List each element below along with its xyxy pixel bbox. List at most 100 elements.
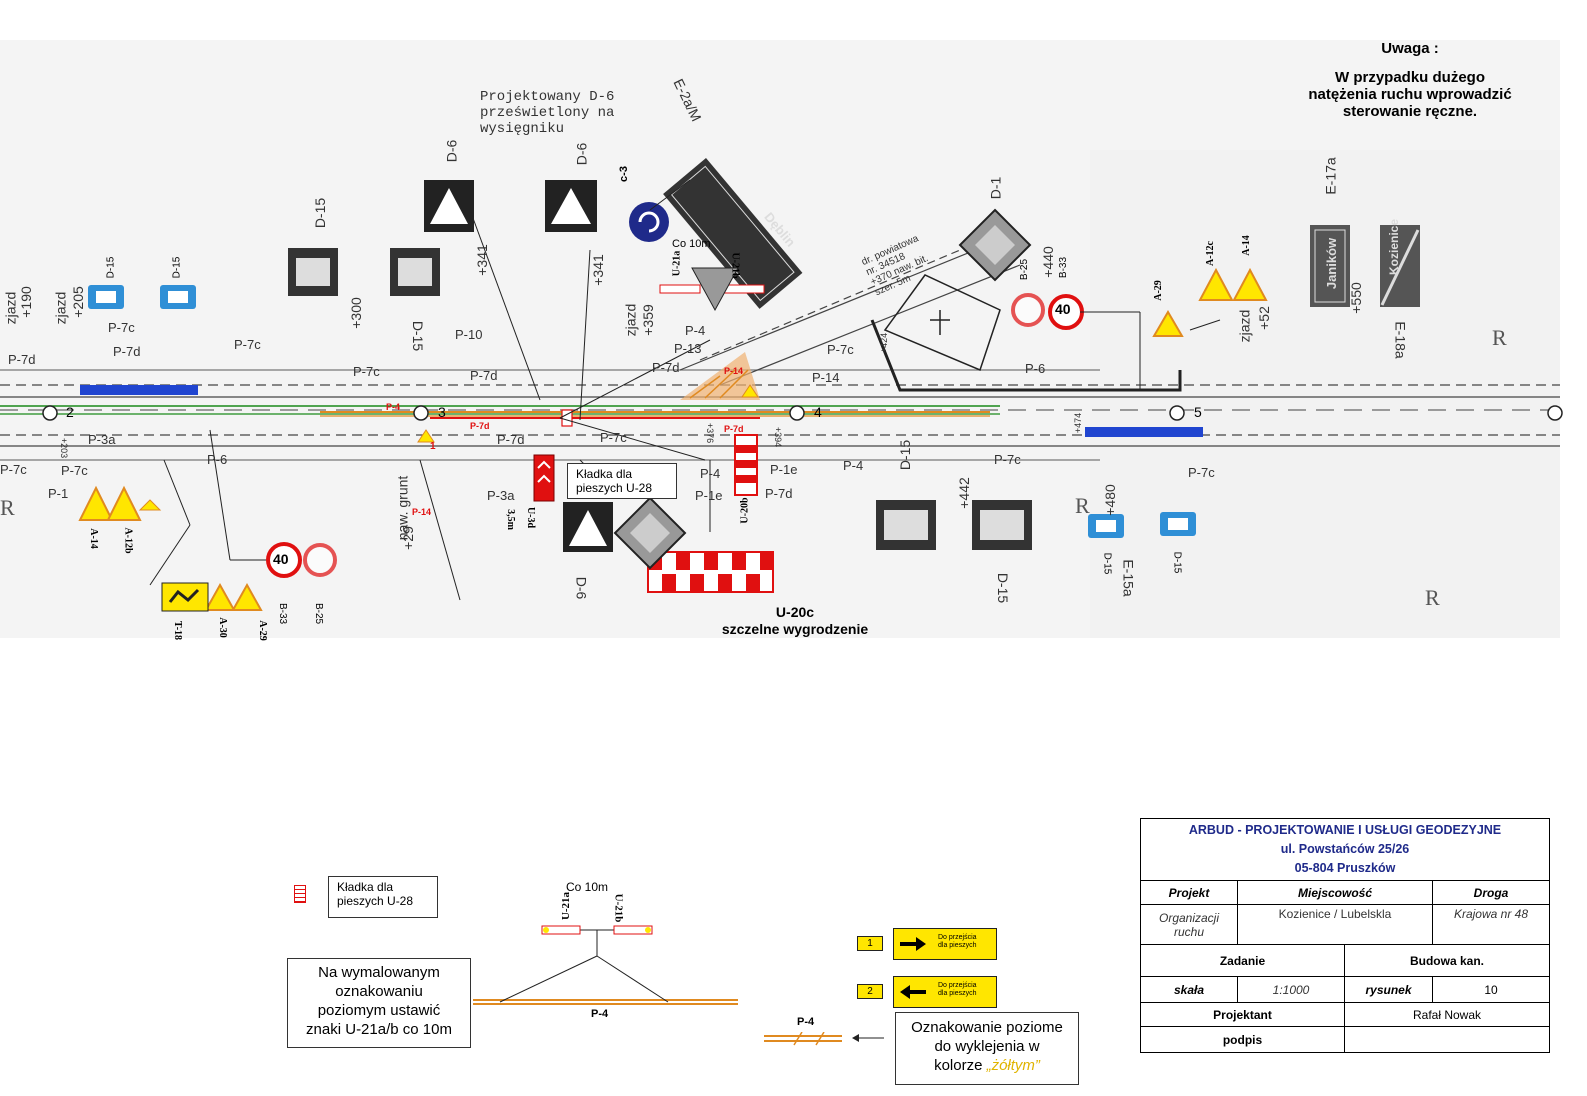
city-sign-text: Janików	[1324, 237, 1340, 290]
d6-sign	[424, 180, 474, 232]
side-road	[679, 239, 1021, 386]
d1-sign	[958, 208, 1032, 282]
rysunek-label: rysunek	[1344, 976, 1433, 1003]
a14-sign	[78, 485, 114, 521]
d6-sign	[545, 180, 597, 232]
a29-sign	[1152, 310, 1184, 337]
red-marking-label: P-7d	[470, 421, 490, 431]
sign-label: E-17a	[1322, 157, 1339, 195]
sign-label: U-3d	[525, 506, 537, 529]
zjazd-label: zjazd	[622, 303, 639, 337]
marking-label: P-7d	[113, 344, 141, 359]
projekt-label: Projekt	[1140, 880, 1238, 905]
road-number: 2	[66, 404, 74, 420]
e17a-sign	[1310, 225, 1350, 307]
sign-label: E-15a	[1120, 559, 1137, 597]
d15-sign	[972, 500, 1032, 550]
sign-label: D-15	[105, 256, 117, 279]
chainage-label: +205	[69, 286, 86, 318]
miejscowosc-label: Miejscowość	[1237, 880, 1433, 905]
chainage-label: +359	[639, 304, 656, 336]
road-number: 5	[1194, 404, 1202, 420]
sign-label: A-30	[216, 617, 228, 638]
marking-label: P-13	[674, 341, 702, 356]
sign-label: U-20b	[739, 497, 751, 524]
sign-label: D-15	[1101, 552, 1113, 575]
sign-label: T-18	[172, 620, 184, 641]
projektant-label: Projektant	[1140, 1002, 1345, 1027]
u21a-legend: U-21a	[560, 891, 573, 921]
zjazd-label: zjazd	[1236, 309, 1253, 343]
sign-label: D-15	[171, 256, 183, 279]
red-marking-label: P-14	[724, 366, 744, 376]
rysunek-value: 10	[1432, 976, 1550, 1003]
d15-blue-sign	[1160, 512, 1196, 536]
b25-sign	[303, 543, 337, 577]
sign-label: D-15	[897, 439, 914, 471]
road-number: 3	[438, 404, 446, 420]
projektant-value: Rafał Nowak	[1344, 1002, 1550, 1027]
u21-boards	[659, 267, 765, 312]
sign-label: D-1	[987, 176, 1004, 200]
c3-sign	[629, 202, 669, 242]
marking-label: P-6	[1025, 361, 1046, 376]
u21-placement-note: Na wymalowanym oznakowaniu poziomym usta…	[287, 958, 471, 1048]
d15-sign	[288, 248, 338, 296]
marking-label: P-7c	[234, 337, 261, 352]
a7-small	[417, 429, 435, 443]
droga-label: Droga	[1432, 880, 1550, 905]
marking-label: P-7d	[470, 368, 498, 383]
d15-blue-sign	[160, 285, 196, 309]
d15-blue-sign	[1088, 514, 1124, 538]
podpis-label: podpis	[1140, 1026, 1345, 1053]
sign-label: B-25	[313, 602, 325, 625]
a7-small	[741, 384, 759, 398]
title-block: ARBUD - PROJEKTOWANIE I USŁUGI GEODEZYJN…	[1140, 818, 1550, 1053]
t18-sign	[161, 582, 209, 612]
b33-sign	[266, 542, 302, 578]
sign-label: A-29	[256, 620, 268, 641]
kladka-plan-note: Kładka dla pieszych U-28	[567, 463, 677, 499]
red-marking-label: P-4	[386, 402, 401, 412]
marking-label: P-7d	[497, 432, 525, 447]
sign-label: A-12c	[1205, 241, 1216, 266]
sign-label: U-21a	[671, 250, 683, 277]
sign-label: A-29	[1152, 280, 1164, 301]
road-edges	[0, 369, 1560, 461]
chainage-label: +424	[879, 332, 890, 354]
chainage-label: +300	[347, 297, 364, 329]
road-number: 1	[430, 441, 436, 452]
chainage-label: +550	[1347, 282, 1364, 314]
chainage-label: +203	[59, 437, 70, 459]
co10m-label: Co 10m	[672, 238, 711, 250]
u20c-barrier	[647, 551, 774, 593]
d15-sign	[390, 248, 440, 296]
p4-legend: P-4	[591, 1008, 609, 1020]
marking-label: P-1	[48, 486, 69, 501]
blue-band-right	[1085, 427, 1203, 437]
sign-label: D-6	[573, 576, 590, 600]
city-sign-text: Kozienice	[1387, 218, 1402, 276]
a30-sign	[204, 582, 236, 611]
oznakowanie-note: Oznakowanie poziome do wyklejenia w kolo…	[895, 1012, 1079, 1085]
sign-label: D-6	[443, 139, 460, 163]
naw-grunt-label: naw. grunt	[394, 475, 411, 541]
company-header: ARBUD - PROJEKTOWANIE I USŁUGI GEODEZYJN…	[1140, 818, 1550, 881]
miejscowosc-value: Kozienice / Lubelskla	[1237, 904, 1433, 945]
marking-label: P-4	[700, 466, 721, 481]
marking-label: P-1e	[770, 462, 798, 477]
droga-value: Krajowa nr 48	[1432, 904, 1550, 945]
marking-label: P-1e	[695, 488, 723, 503]
sign-label: D-15	[312, 197, 329, 229]
podpis-value	[1344, 1026, 1550, 1053]
uwaga-note: Uwaga : W przypadku dużego natężenia ruc…	[1308, 40, 1512, 120]
kladka-marker	[561, 409, 573, 427]
marking-label: P-6	[207, 452, 228, 467]
u21-legend-diagram	[473, 925, 738, 1005]
u21b-legend: U-21b	[612, 893, 625, 923]
d15-blue-sign	[88, 285, 124, 309]
a12b-sign	[106, 485, 142, 521]
sign-label: D-15	[995, 572, 1012, 604]
red-marking-label: P-7d	[724, 424, 744, 434]
e18a-sign	[1380, 225, 1420, 307]
